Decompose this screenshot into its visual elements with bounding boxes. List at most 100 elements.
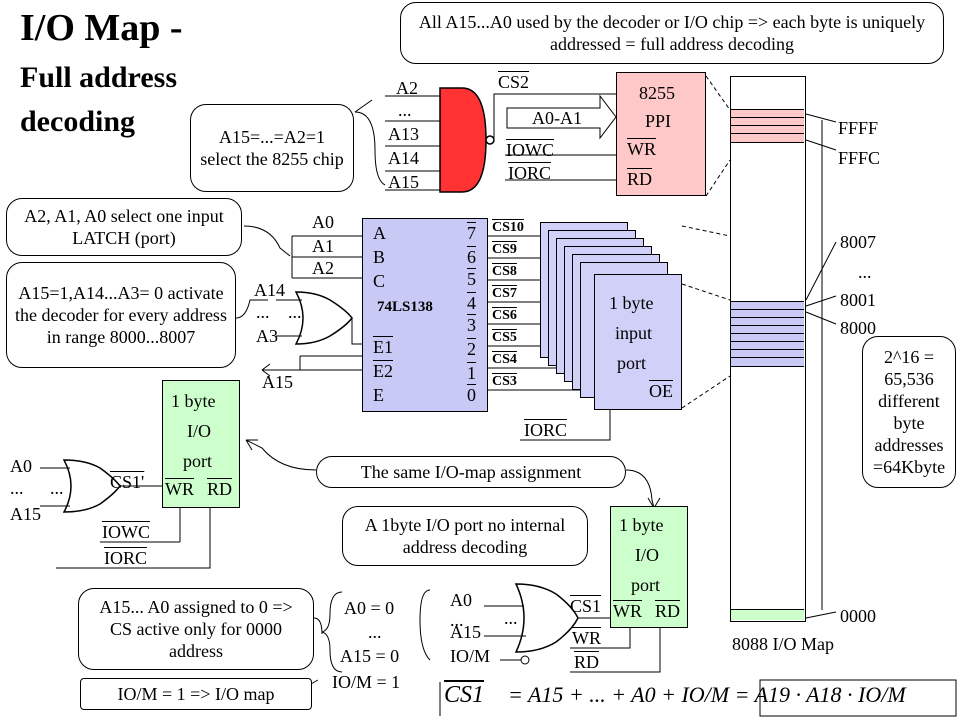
bottom-gate-ellipsis-a: ... xyxy=(450,610,464,630)
left-gate-ellipsis-a: ... xyxy=(10,478,24,498)
cs-label-7: CS7 xyxy=(492,286,517,301)
signal-rd-bottom: RD xyxy=(574,652,600,672)
map-row xyxy=(731,309,804,318)
decoder-input-a: A xyxy=(373,223,386,243)
map-label-ffff: FFFF xyxy=(838,118,879,138)
gate-input-ellipsis: ... xyxy=(398,100,412,120)
map-label-8001: 8001 xyxy=(840,290,876,310)
gate-input-a14: A14 xyxy=(388,148,419,168)
decoder-enable-e: E xyxy=(373,385,384,405)
map-row xyxy=(731,125,804,134)
left-gate-ellipsis-b: ... xyxy=(50,478,64,498)
io-port-bottom: 1 byte I/O port WR RD xyxy=(610,506,688,628)
signal-iorc-left: IORC xyxy=(104,548,148,568)
decoder-out-6: 6 xyxy=(467,247,476,267)
map-row xyxy=(731,301,804,310)
decoder-addr-a0: A0 xyxy=(312,212,334,232)
bottom-gate-io-m: IO/M xyxy=(450,646,490,666)
decoder-74ls138: A B C 74LS138 E1 E2 E 7 6 5 4 3 2 1 0 xyxy=(362,218,488,412)
left-gate-a0: A0 xyxy=(10,456,32,476)
cs-label-6: CS6 xyxy=(492,308,517,323)
decoder-out-1: 1 xyxy=(467,363,476,383)
decoder-gate-ellipsis-b: ... xyxy=(288,302,302,322)
decoder-out-0: 0 xyxy=(467,385,476,405)
decoder-gate-a14: A14 xyxy=(254,280,285,300)
map-row xyxy=(731,117,804,126)
condition-a0: A0 = 0 xyxy=(344,598,395,618)
formula-cs1: CS1 xyxy=(444,682,485,708)
io-port-bottom-line1: 1 byte xyxy=(619,515,664,535)
note-same-map: The same I/O-map assignment xyxy=(316,456,626,488)
io-port-left-rd: RD xyxy=(207,479,233,499)
map-label-8007: 8007 xyxy=(840,232,876,252)
map-label-0000: 0000 xyxy=(840,606,876,626)
ppi-type: PPI xyxy=(645,111,672,131)
io-port-left: 1 byte I/O port WR RD xyxy=(162,380,240,508)
map-row xyxy=(731,333,804,342)
signal-iorc-top: IORC xyxy=(508,163,552,183)
decoder-out-7: 7 xyxy=(467,223,476,243)
map-caption: 8088 I/O Map xyxy=(732,634,834,654)
signal-iorc-mid: IORC xyxy=(524,420,568,440)
gate-input-a2: A2 xyxy=(396,78,418,98)
note-select-latch: A2, A1, A0 select one input LATCH (port) xyxy=(6,198,242,256)
decoder-addr-a2: A2 xyxy=(312,258,334,278)
signal-cs2: CS2 xyxy=(498,72,530,92)
map-label-ellipsis: ... xyxy=(858,262,872,282)
decoder-addr-a1: A1 xyxy=(312,236,334,256)
page-subtitle-2: decoding xyxy=(20,105,136,138)
cs-label-10: CS10 xyxy=(492,220,524,235)
decoder-gate-a3: A3 xyxy=(256,326,278,346)
decoder-gate-ellipsis-a: ... xyxy=(256,302,270,322)
note-no-internal-decoding: A 1byte I/O port no internal address dec… xyxy=(342,506,588,566)
map-row xyxy=(731,317,804,326)
input-port-line3: port xyxy=(617,353,646,373)
io-port-bottom-rd: RD xyxy=(655,601,681,621)
map-row xyxy=(731,133,804,143)
page-subtitle-1: Full address xyxy=(20,61,177,94)
cs-label-8: CS8 xyxy=(492,264,517,279)
map-row xyxy=(731,349,804,358)
ppi-rd: RD xyxy=(627,169,653,189)
input-port-line2: input xyxy=(615,323,653,343)
map-label-8000: 8000 xyxy=(840,318,876,338)
decoder-out-2: 2 xyxy=(467,339,476,359)
bottom-gate-ellipsis-b: ... xyxy=(504,608,518,628)
map-label-fffc: FFFC xyxy=(838,148,881,168)
input-port-oe: OE xyxy=(649,381,673,401)
cs-label-5: CS5 xyxy=(492,330,517,345)
signal-wr-bottom: WR xyxy=(572,628,601,648)
cs-label-3: CS3 xyxy=(492,374,517,389)
signal-iowc-left: IOWC xyxy=(102,522,150,542)
map-row xyxy=(731,357,804,367)
bottom-gate-a0: A0 xyxy=(450,590,472,610)
condition-io-m: IO/M = 1 xyxy=(332,672,401,692)
note-cs-0000: A15... A0 assigned to 0 => CS active onl… xyxy=(78,588,314,670)
signal-iowc-top: IOWC xyxy=(506,140,554,160)
left-gate-a15: A15 xyxy=(10,504,41,524)
io-port-left-line1: 1 byte xyxy=(171,391,216,411)
note-io-m: IO/M = 1 => I/O map xyxy=(80,678,312,710)
io-port-left-line2: I/O xyxy=(187,421,211,441)
map-row xyxy=(731,109,804,118)
ppi-8255-chip: 8255 PPI WR RD xyxy=(616,72,706,196)
signal-cs1: CS1 xyxy=(570,596,602,616)
bottom-gate-a15: A15 xyxy=(450,622,481,642)
cs-label-9: CS9 xyxy=(492,242,517,257)
decoder-input-b: B xyxy=(373,247,386,267)
gate-input-a13: A13 xyxy=(388,124,419,144)
decoder-enable-e1: E1 xyxy=(373,337,393,357)
decoder-out-3: 3 xyxy=(467,315,476,335)
io-port-bottom-line2: I/O xyxy=(635,545,659,565)
condition-a15: A15 = 0 xyxy=(340,646,400,666)
formula-lhs: CS1 xyxy=(444,682,484,709)
input-port-line1: 1 byte xyxy=(609,293,654,313)
decoder-a15: A15 xyxy=(262,372,293,392)
note-capacity: 2^16 = 65,536 different byte addresses =… xyxy=(862,336,956,488)
io-port-bottom-line3: port xyxy=(631,575,660,595)
ppi-name: 8255 xyxy=(639,83,675,103)
formula-rhs: = A15 + ... + A0 + IO/M = A19 · A18 · IO… xyxy=(508,682,906,707)
map-row-0000 xyxy=(731,609,804,620)
input-port-front: 1 byte input port OE xyxy=(594,274,682,410)
